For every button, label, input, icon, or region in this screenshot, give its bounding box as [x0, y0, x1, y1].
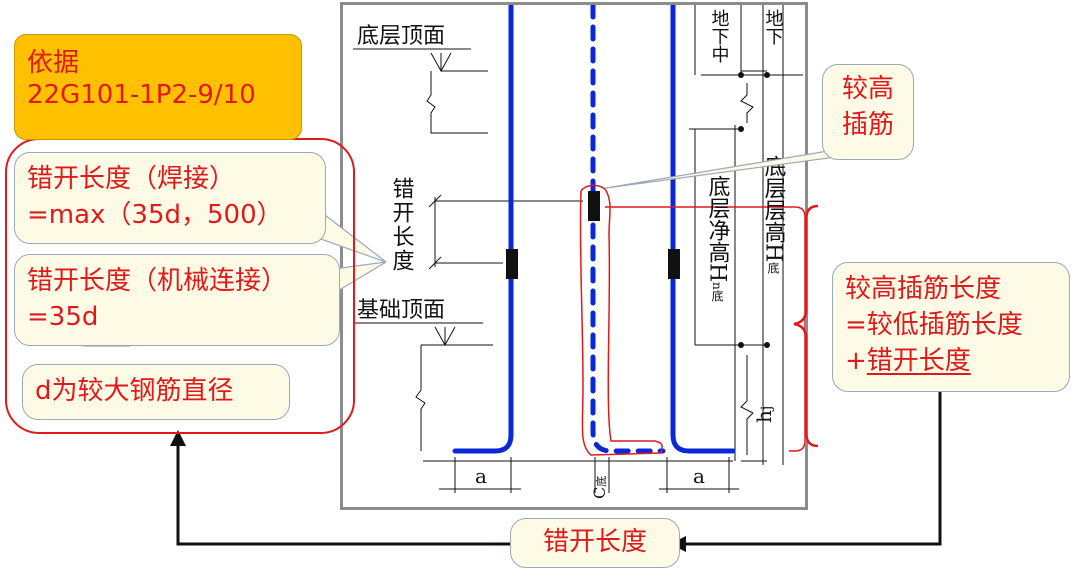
basis-line-2: 22G101-1P2-9/10 — [27, 80, 256, 110]
coupler-right — [668, 249, 680, 279]
diameter-text: d为较大钢筋直径 — [35, 376, 234, 406]
bottom-offset-text: 错开长度 — [542, 527, 647, 557]
higher-rebar-outline — [579, 184, 663, 456]
dim-c: C底 — [590, 476, 609, 499]
label-ground-mid-1: 地下中 — [709, 9, 730, 63]
rebar-left — [452, 2, 514, 454]
higher-line-1: 较高 — [841, 74, 894, 104]
length-formula-callout: 较高插筋长度 =较低插筋长度 +错开长度 — [832, 262, 1070, 392]
length-line-2: =较低插筋长度 — [845, 310, 1023, 340]
red-curly-brace — [793, 204, 819, 448]
drafting-lines — [353, 5, 803, 493]
mech-callout: 错开长度（机械连接） =35d — [14, 254, 340, 346]
basis-callout: 依据 22G101-1P2-9/10 — [14, 34, 302, 140]
diameter-callout: d为较大钢筋直径 — [22, 364, 290, 420]
length-line-3-underlined: 错开长度 — [866, 346, 971, 376]
rebars — [452, 2, 736, 454]
coupler-higher — [588, 191, 600, 221]
higher-line-2: 插筋 — [841, 110, 894, 140]
mech-line-2: =35d — [27, 302, 99, 332]
label-foundation-top: 基础顶面 — [357, 298, 445, 323]
label-ground-mid-2: 地下 — [763, 9, 784, 45]
rebar-right — [670, 2, 736, 454]
higher-rebar-callout: 较高 插筋 — [822, 64, 914, 160]
arrow-left-line — [176, 446, 510, 546]
bottom-offset-callout: 错开长度 — [510, 518, 680, 568]
dim-a-left: a — [475, 464, 487, 488]
arrow-left-head — [170, 430, 186, 446]
arrow-right-line — [686, 392, 942, 546]
label-offset-length-vertical: 错开长度 — [389, 177, 415, 273]
dimension-ticks — [738, 72, 770, 348]
weld-line-2: =max（35d，500） — [27, 200, 283, 230]
weld-line-1: 错开长度（焊接） — [27, 164, 236, 194]
length-line-3: +错开长度 — [845, 346, 971, 376]
basis-line-1: 依据 — [27, 48, 80, 78]
higher-pointer — [605, 149, 859, 189]
rebar-center-dashed — [590, 2, 666, 454]
mech-line-1: 错开长度（机械连接） — [27, 266, 288, 296]
label-bottom-floor-top: 底层顶面 — [357, 24, 445, 49]
coupler-left — [506, 249, 518, 279]
weld-callout: 错开长度（焊接） =max（35d，500） — [14, 152, 326, 244]
dim-a-right: a — [693, 464, 705, 488]
label-hj: hj — [752, 406, 776, 423]
length-line-1: 较高插筋长度 — [845, 274, 1002, 304]
